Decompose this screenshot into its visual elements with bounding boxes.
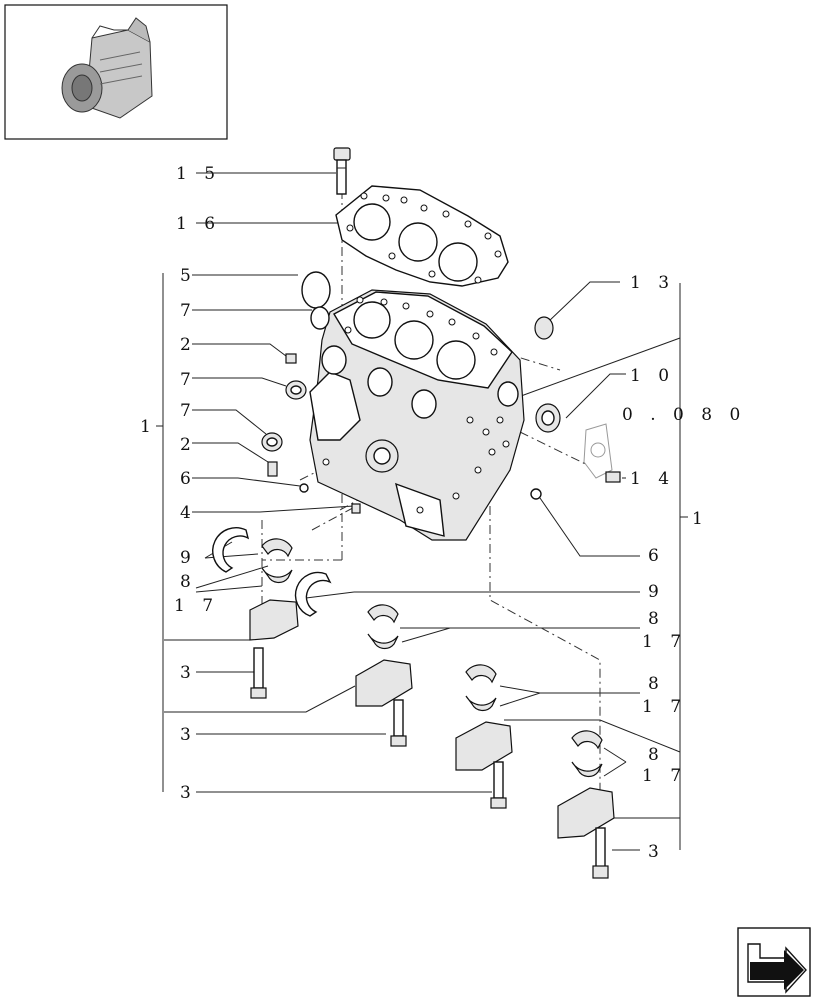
callout-16: 1 6: [176, 214, 221, 234]
callout-4: 4: [180, 503, 197, 523]
callout-3d: 3: [648, 842, 665, 862]
leader-lines-left: [164, 172, 492, 793]
thrust-washer-9a[interactable]: [212, 527, 250, 573]
next-page-arrow-icon: [747, 943, 807, 994]
callout-8a: 8: [180, 572, 197, 592]
callout-17b: 1 7: [642, 632, 687, 652]
callout-17d: 1 7: [642, 766, 687, 786]
callout-3c: 3: [180, 783, 197, 803]
callout-3a: 3: [180, 663, 197, 683]
seal-ring-7a[interactable]: [310, 306, 330, 330]
thrust-washer-9b[interactable]: [294, 571, 332, 617]
callout-13: 1 3: [630, 273, 675, 293]
callout-14: 1 4: [630, 469, 675, 489]
callout-3b: 3: [180, 725, 197, 745]
callout-6b: 6: [648, 546, 665, 566]
main-cap-2[interactable]: [355, 659, 413, 707]
callout-9a: 9: [180, 548, 197, 568]
gasket-0080[interactable]: [583, 423, 613, 479]
seal-7b[interactable]: [285, 380, 307, 400]
bolt-3c[interactable]: [490, 761, 507, 809]
bolt-14[interactable]: [605, 471, 621, 483]
oring-6a[interactable]: [299, 483, 309, 493]
main-cap-1[interactable]: [249, 599, 299, 641]
bolt-3b[interactable]: [390, 699, 407, 747]
callout-2b: 2: [180, 435, 197, 455]
plug-2b[interactable]: [267, 461, 278, 477]
cylinder-block[interactable]: [309, 289, 525, 541]
plug-4[interactable]: [351, 503, 361, 514]
callout-8d: 8: [648, 745, 665, 765]
plug-2a[interactable]: [285, 353, 297, 364]
bearing-8-17c[interactable]: [465, 664, 497, 712]
bushing-10[interactable]: [535, 403, 561, 433]
main-cap-4[interactable]: [557, 787, 615, 839]
callout-17c: 1 7: [642, 697, 687, 717]
callout-7c: 7: [180, 401, 197, 421]
next-page-button[interactable]: [737, 927, 811, 997]
bolt-15[interactable]: [333, 147, 351, 195]
bearing-8-17d[interactable]: [571, 730, 603, 778]
callout-2a: 2: [180, 335, 197, 355]
callout-1-left: 1: [140, 417, 157, 437]
seal-ring-5[interactable]: [301, 271, 331, 309]
bearing-8-17b[interactable]: [367, 604, 399, 650]
engine-thumbnail[interactable]: [4, 4, 228, 140]
callout-8b: 8: [648, 609, 665, 629]
callout-6a: 6: [180, 469, 197, 489]
oring-6b[interactable]: [530, 488, 542, 500]
seal-7c[interactable]: [261, 432, 283, 452]
callout-1-right: 1: [692, 509, 709, 529]
head-gasket-16[interactable]: [335, 185, 509, 287]
callout-0080: 0 . 0 8 0: [622, 405, 746, 425]
callout-9b: 9: [648, 582, 665, 602]
bolt-3d[interactable]: [592, 827, 609, 879]
engine-thumbnail-icon: [61, 17, 153, 119]
callout-17a: 1 7: [174, 596, 219, 616]
callout-5: 5: [180, 266, 197, 286]
left-group-bracket: [156, 273, 164, 792]
right-group-bracket: [679, 283, 688, 850]
callout-10: 1 0: [630, 366, 675, 386]
bearing-8-17a[interactable]: [261, 538, 293, 584]
callout-15: 1 5: [176, 164, 221, 184]
cap-13[interactable]: [534, 316, 554, 340]
main-cap-3[interactable]: [455, 721, 513, 771]
bolt-3a[interactable]: [250, 647, 267, 699]
callout-7a: 7: [180, 301, 197, 321]
callout-7b: 7: [180, 370, 197, 390]
callout-8c: 8: [648, 674, 665, 694]
